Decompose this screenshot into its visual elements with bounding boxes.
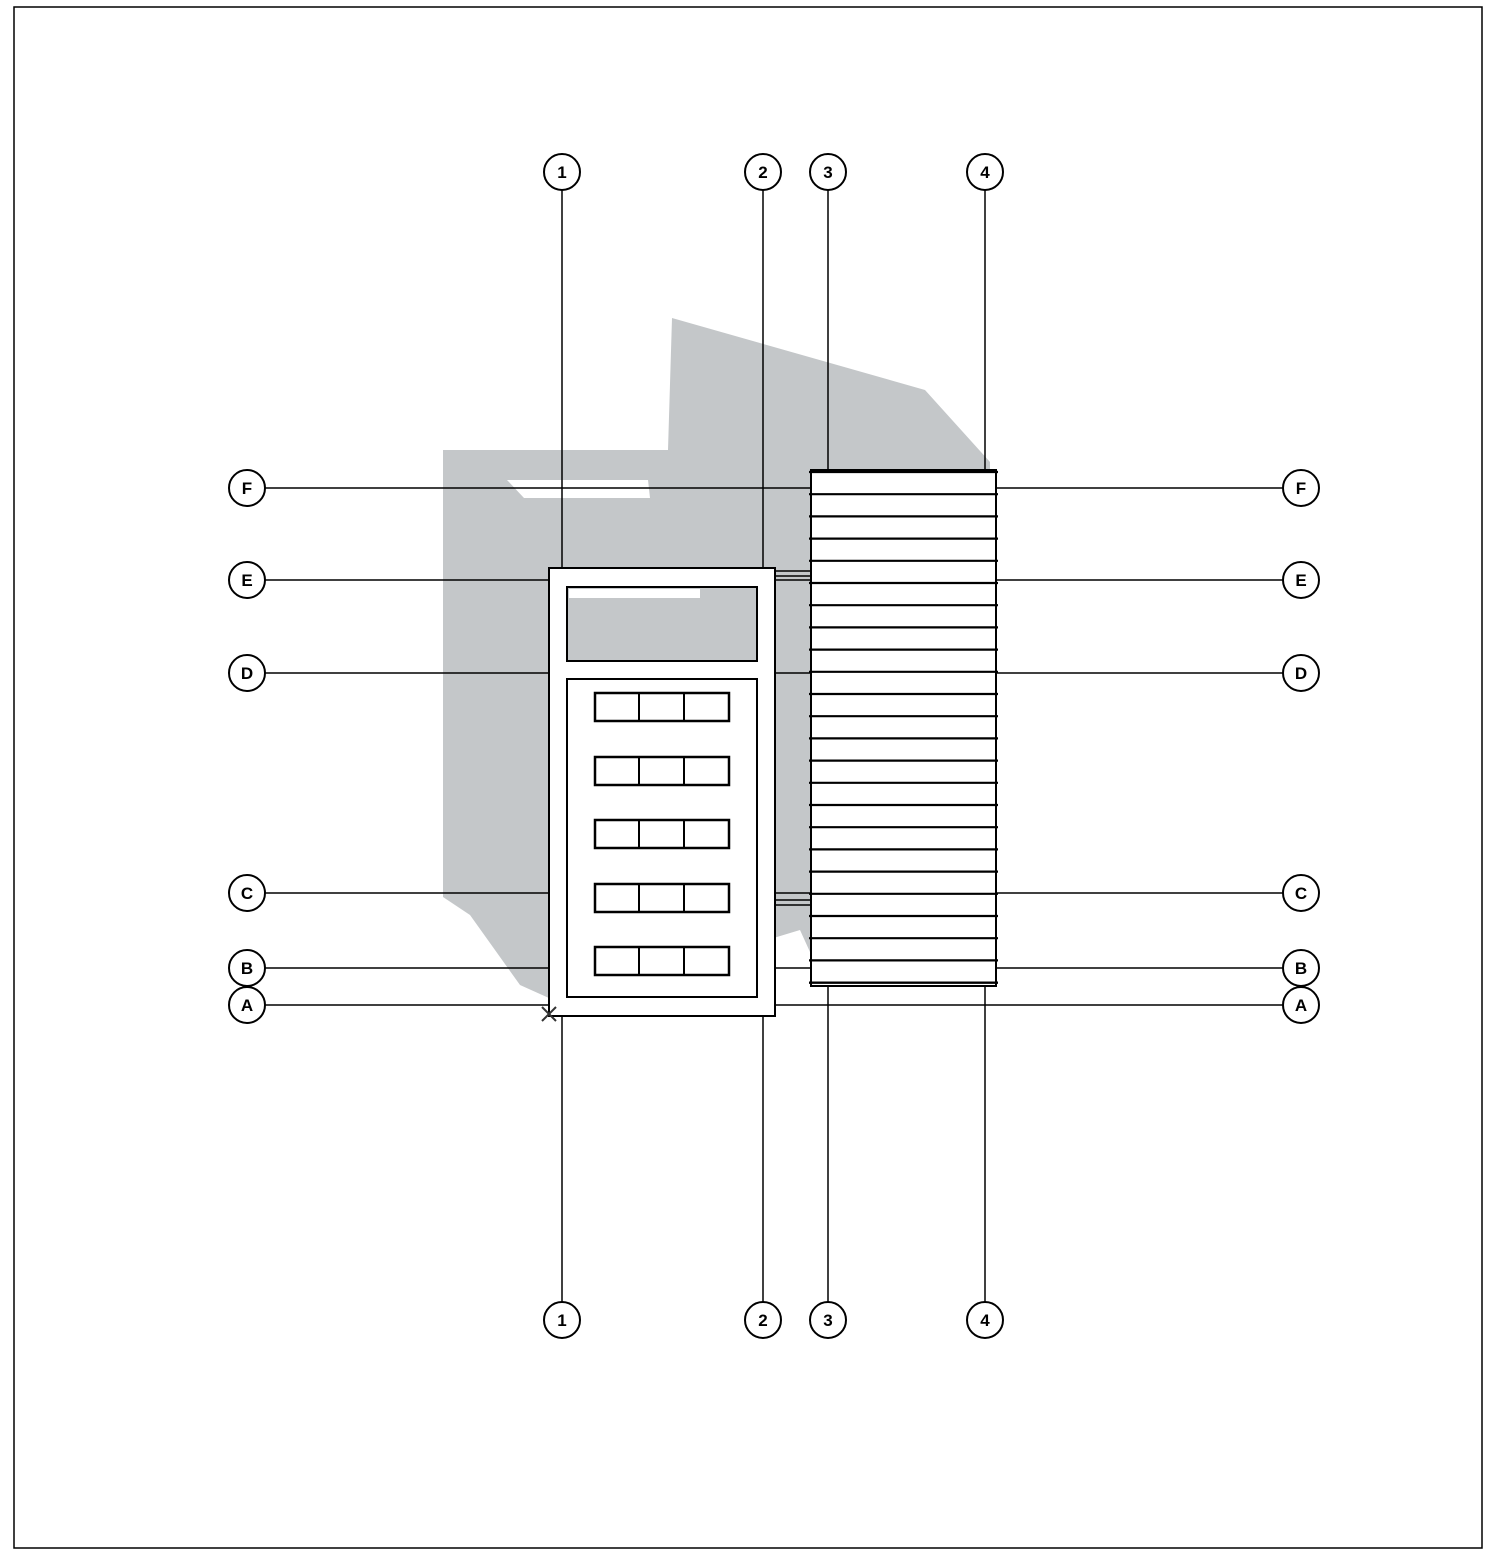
grid-bubble-icon-3-top: 3	[809, 153, 847, 191]
grid-bubble-icon-B-left: B	[228, 949, 266, 987]
grid-bubble-icon-1-top: 1	[543, 153, 581, 191]
connector	[775, 570, 811, 906]
grid-label-1-bottom: 1	[557, 1311, 566, 1330]
window-row-1	[593, 691, 731, 723]
grid-label-C-left: C	[241, 884, 253, 903]
grid-label-F-right: F	[1296, 479, 1306, 498]
upper-room-highlight	[569, 589, 700, 598]
grid-label-D-right: D	[1295, 664, 1307, 683]
grid-label-3-top: 3	[823, 163, 832, 182]
grid-label-E-left: E	[241, 571, 252, 590]
right-building	[809, 469, 998, 987]
window-row-2	[593, 755, 731, 787]
grid-label-B-right: B	[1295, 959, 1307, 978]
grid-label-A-left: A	[241, 996, 253, 1015]
slats	[809, 470, 998, 984]
grid-bubble-icon-4-bottom: 4	[966, 1301, 1004, 1339]
grid-label-D-left: D	[241, 664, 253, 683]
grid-bubble-icon-4-top: 4	[966, 153, 1004, 191]
left-building	[548, 567, 776, 1017]
grid-label-4-top: 4	[980, 163, 990, 182]
grid-label-3-bottom: 3	[823, 1311, 832, 1330]
grid-label-E-right: E	[1295, 571, 1306, 590]
grid-label-F-left: F	[242, 479, 252, 498]
window-row-3	[593, 818, 731, 850]
right-building-outline	[810, 469, 997, 987]
window-row-5	[593, 945, 731, 977]
grid-label-C-right: C	[1295, 884, 1307, 903]
window-row-4	[593, 882, 731, 914]
sheet-border	[13, 6, 1483, 1549]
grid-bubble-icon-F-right: F	[1282, 469, 1320, 507]
grid-bubble-icon-F-left: F	[228, 469, 266, 507]
grid-bubble-icon-C-left: C	[228, 874, 266, 912]
grid-bubble-icon-C-right: C	[1282, 874, 1320, 912]
grid-label-2-top: 2	[758, 163, 767, 182]
grid-bubble-icon-B-right: B	[1282, 949, 1320, 987]
grid-bubble-icon-2-top: 2	[744, 153, 782, 191]
lower-room	[566, 678, 758, 998]
grid-label-A-right: A	[1295, 996, 1307, 1015]
grid-bubble-icon-D-right: D	[1282, 654, 1320, 692]
origin-marker-cross-icon	[541, 1006, 557, 1022]
grid-bubble-icon-D-left: D	[228, 654, 266, 692]
upper-room	[566, 586, 758, 662]
grid-bubble-icon-A-left: A	[228, 986, 266, 1024]
grid-label-B-left: B	[241, 959, 253, 978]
grid-label-2-bottom: 2	[758, 1311, 767, 1330]
grid-label-1-top: 1	[557, 163, 566, 182]
grid-bubble-icon-1-bottom: 1	[543, 1301, 581, 1339]
grid-bubble-icon-A-right: A	[1282, 986, 1320, 1024]
grid-bubble-icon-2-bottom: 2	[744, 1301, 782, 1339]
grid-bubble-icon-3-bottom: 3	[809, 1301, 847, 1339]
grid-label-4-bottom: 4	[980, 1311, 990, 1330]
window-rows	[593, 691, 731, 977]
grid-bubble-icon-E-left: E	[228, 561, 266, 599]
skylight-opening	[507, 480, 650, 498]
grid-bubble-icon-E-right: E	[1282, 561, 1320, 599]
